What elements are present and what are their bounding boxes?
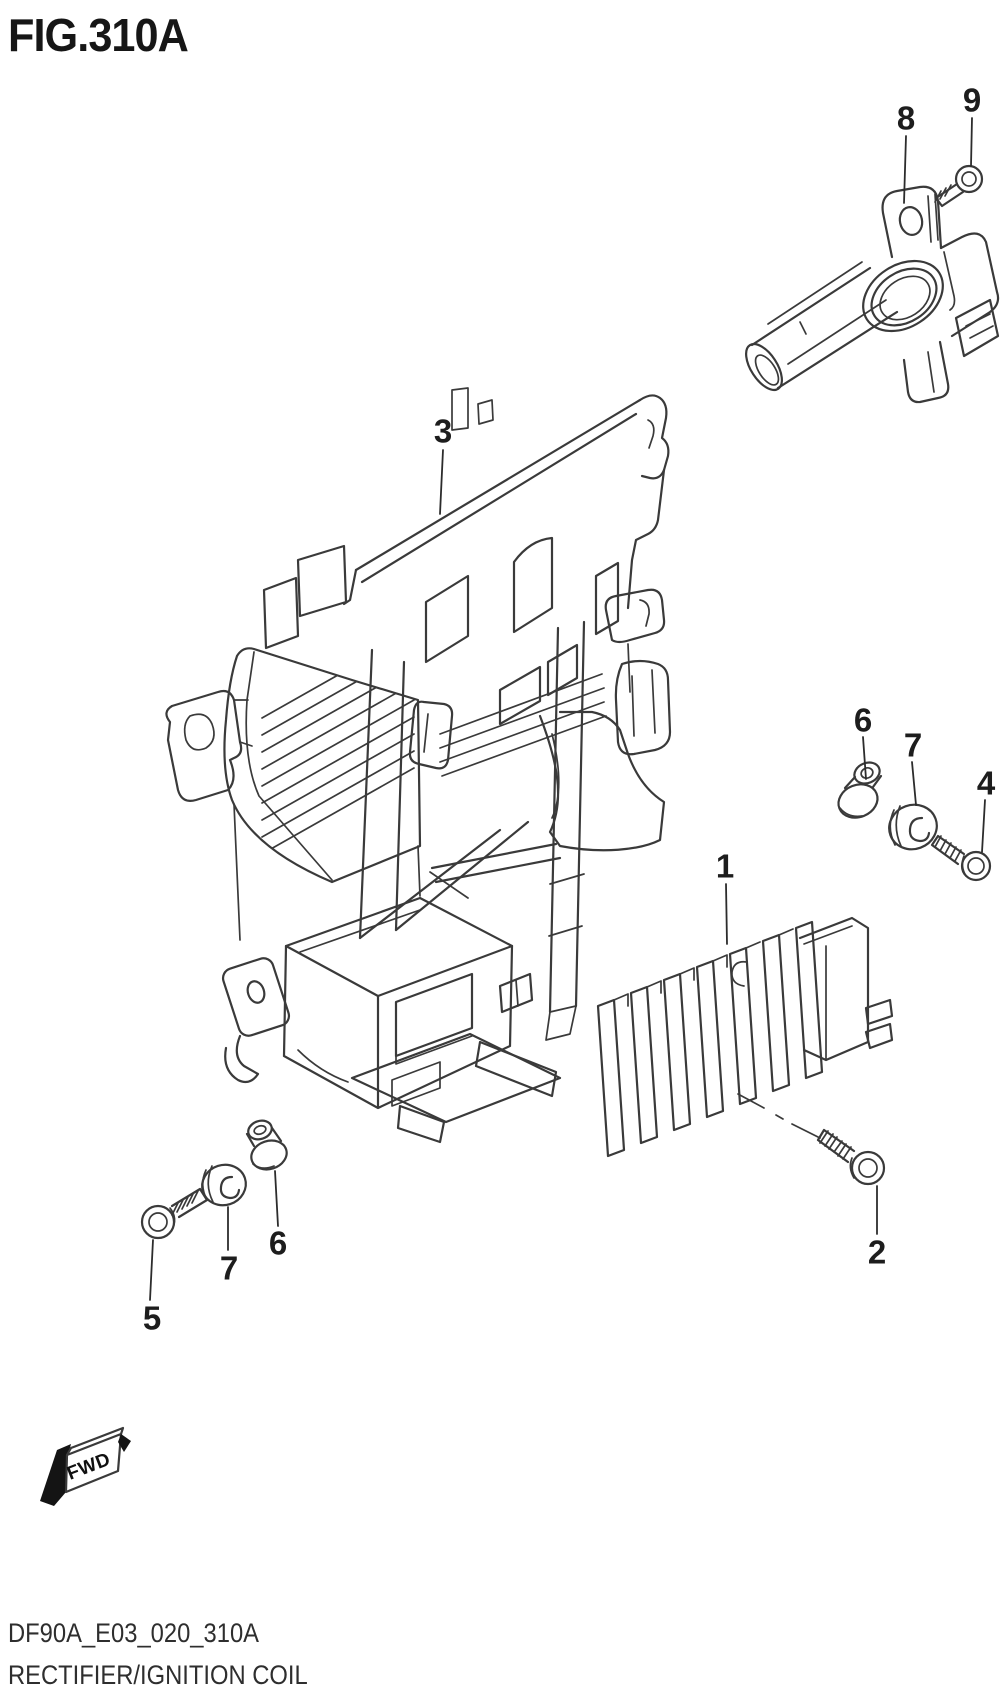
- fwd-arrowhead: [40, 1444, 71, 1506]
- grommet-right-drawing: [888, 803, 938, 851]
- figure-number: FIG.310A: [8, 9, 189, 61]
- callout-7-right: 7: [903, 726, 923, 764]
- callout-5: 5: [142, 1299, 162, 1337]
- callout-9: 9: [962, 81, 982, 119]
- callout-4: 4: [976, 764, 996, 802]
- grommet-left-drawing: [201, 1163, 247, 1207]
- ignition-coil-drawing: [745, 185, 1000, 404]
- rectifier-bolt-drawing: [737, 1093, 886, 1186]
- leader-lines: [149, 117, 986, 1301]
- collar-right-drawing: [837, 761, 883, 819]
- rectifier-drawing: [596, 916, 894, 1158]
- callout-1: 1: [715, 847, 735, 885]
- callout-8: 8: [896, 99, 916, 137]
- bolt-5-drawing: [140, 1187, 209, 1240]
- collar-left-drawing: [245, 1119, 288, 1171]
- callout-6-right: 6: [853, 701, 873, 739]
- callout-7-left: 7: [219, 1249, 239, 1287]
- callout-3: 3: [433, 412, 453, 450]
- callout-2: 2: [867, 1233, 887, 1271]
- fwd-arrow: FWD: [40, 1426, 131, 1506]
- drawing-code: DF90A_E03_020_310A: [8, 1618, 260, 1648]
- callout-6-left: 6: [268, 1224, 288, 1262]
- coil-bolt-drawing: [934, 164, 984, 208]
- bolt-4-drawing: [930, 834, 992, 882]
- figure-title: RECTIFIER/IGNITION COIL: [8, 1660, 308, 1690]
- fwd-label: FWD: [64, 1449, 113, 1485]
- bracket-drawing: [165, 387, 672, 1144]
